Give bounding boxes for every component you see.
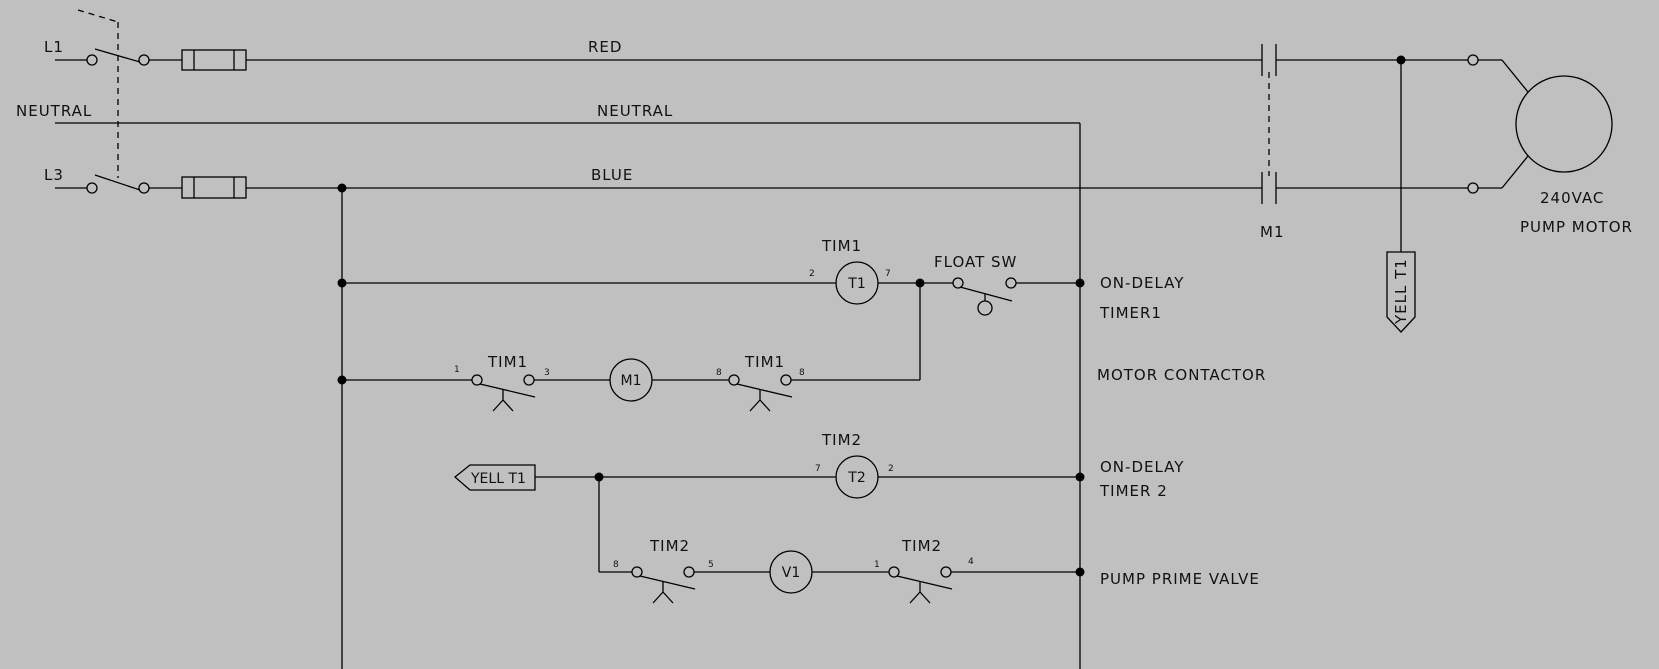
pin-v-c1-a: 8: [613, 560, 619, 570]
label-timer1: TIMER1: [1099, 304, 1162, 322]
disconnect-link: [77, 9, 119, 178]
junction-dot: [337, 183, 347, 193]
label-motor-contactor: MOTOR CONTACTOR: [1097, 366, 1266, 384]
pin-t1-out: 7: [885, 269, 891, 279]
label-pump-prime-valve: PUMP PRIME VALVE: [1100, 570, 1260, 588]
pin-m-c1-b: 3: [544, 368, 550, 378]
line-neutral: [55, 122, 1081, 669]
pin-t2-out: 2: [888, 464, 894, 474]
label-coil-t1: T1: [847, 276, 865, 292]
pin-t2-in: 7: [815, 464, 821, 474]
label-on-delay-2: ON-DELAY: [1100, 458, 1184, 476]
label-coil-m1: M1: [621, 373, 642, 389]
motor-terminal: [1467, 54, 1479, 66]
float-switch-blade: [959, 286, 1013, 302]
rung-valve: [598, 477, 1085, 604]
pin-v-c2-a: 1: [874, 560, 880, 570]
terminal: [86, 54, 98, 66]
fuse-l3: [181, 176, 247, 199]
pin-m-c2-a: 8: [716, 368, 722, 378]
pin-m-c2-b: 8: [799, 368, 805, 378]
disconnect-blade: [94, 174, 141, 191]
label-tim2-coil: TIM2: [821, 431, 862, 449]
label-float-sw: FLOAT SW: [934, 253, 1017, 271]
rung-timer1: [337, 261, 1085, 316]
junction-dot: [1396, 55, 1406, 65]
pin-v-c1-b: 5: [708, 560, 714, 570]
terminal: [86, 182, 98, 194]
label-timer-2: TIMER 2: [1099, 482, 1168, 500]
label-l1: L1: [44, 38, 64, 56]
pin-v-c2-b: 4: [968, 557, 974, 567]
label-tim1-coil: TIM1: [821, 237, 862, 255]
rung-timer2: [453, 455, 1085, 499]
float-icon: [977, 300, 993, 316]
pin-m-c1-a: 1: [454, 365, 460, 375]
label-red: RED: [588, 38, 622, 56]
label-tim2-contact-a: TIM2: [649, 537, 690, 555]
line-l3: [55, 155, 1529, 204]
terminal: [138, 182, 150, 194]
label-neutral-left: NEUTRAL: [16, 102, 92, 120]
label-on-delay-1: ON-DELAY: [1100, 274, 1184, 292]
offpage-connector-yell-t1: [1386, 251, 1416, 333]
pin-t1-in: 2: [809, 269, 815, 279]
label-tim1-contact-b: TIM1: [744, 353, 785, 371]
label-blue: BLUE: [591, 166, 633, 184]
pump-motor: [1515, 75, 1613, 173]
label-l3: L3: [44, 166, 64, 184]
motor-terminal: [1467, 182, 1479, 194]
fuse-l1: [181, 49, 247, 71]
label-tim1-contact-a: TIM1: [487, 353, 528, 371]
label-motor-name: PUMP MOTOR: [1520, 218, 1633, 236]
label-m1-contact: M1: [1260, 223, 1285, 241]
label-yell-t1-offpage: YELL T1: [1392, 258, 1410, 325]
rung-motor: [337, 283, 921, 412]
label-neutral: NEUTRAL: [597, 102, 673, 120]
label-motor-voltage: 240VAC: [1540, 189, 1604, 207]
label-coil-v1: V1: [782, 565, 800, 581]
terminal: [138, 54, 150, 66]
label-yell-t1-left: YELL T1: [470, 471, 526, 487]
label-coil-t2: T2: [847, 470, 865, 486]
line-l1: [55, 44, 1529, 93]
label-tim2-contact-b: TIM2: [901, 537, 942, 555]
